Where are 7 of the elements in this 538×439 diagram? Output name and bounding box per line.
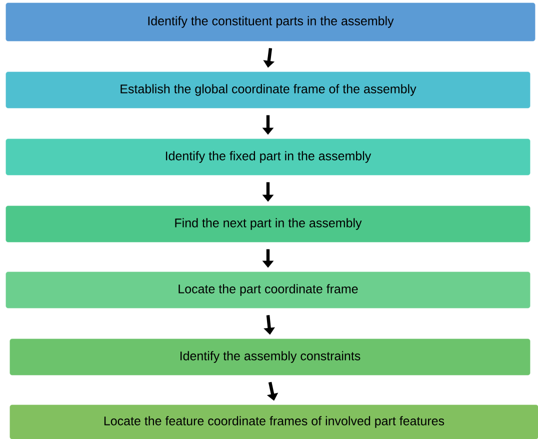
process-box: Find the next part in the assembly — [6, 206, 530, 242]
process-box: Locate the part coordinate frame — [6, 272, 530, 308]
process-box: Identify the fixed part in the assembly — [6, 138, 530, 176]
process-box: Identify the constituent parts in the assembly — [6, 2, 536, 42]
process-box: Establish the global coordinate frame of the assembly — [6, 72, 530, 108]
process-box: Identify the assembly constraints — [10, 338, 530, 376]
process-box: Locate the feature coordinate frames of involved part features — [10, 404, 538, 439]
